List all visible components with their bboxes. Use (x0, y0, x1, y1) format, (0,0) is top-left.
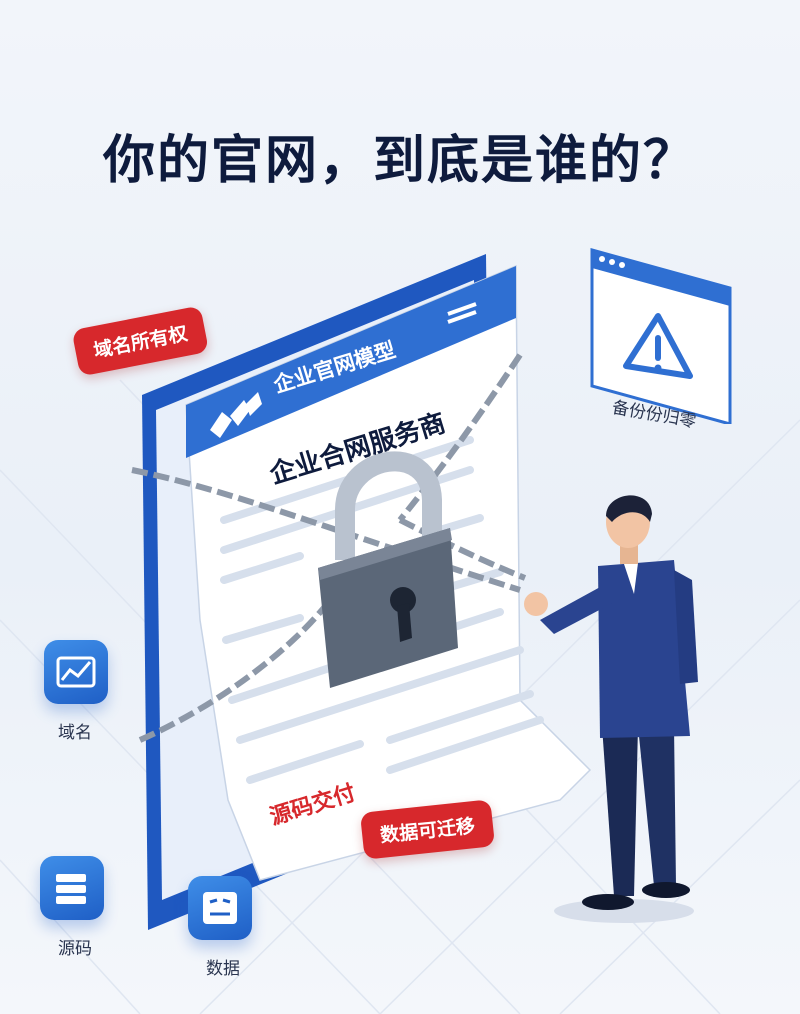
source-label: 源码 (58, 939, 92, 959)
domain-chart-icon (44, 640, 108, 704)
data-face-icon (188, 876, 252, 940)
businessman-figure (524, 495, 698, 923)
source-code-stack-icon (40, 856, 104, 920)
data-label: 数据 (206, 959, 240, 979)
page-title: 你的官网，到底是谁的？ (102, 131, 697, 191)
warning-triangle-icon (623, 313, 693, 379)
padlock-icon (318, 451, 458, 688)
domain-label: 域名 (58, 723, 92, 743)
warning-window (590, 248, 732, 424)
brand-logo-icon (210, 392, 262, 438)
